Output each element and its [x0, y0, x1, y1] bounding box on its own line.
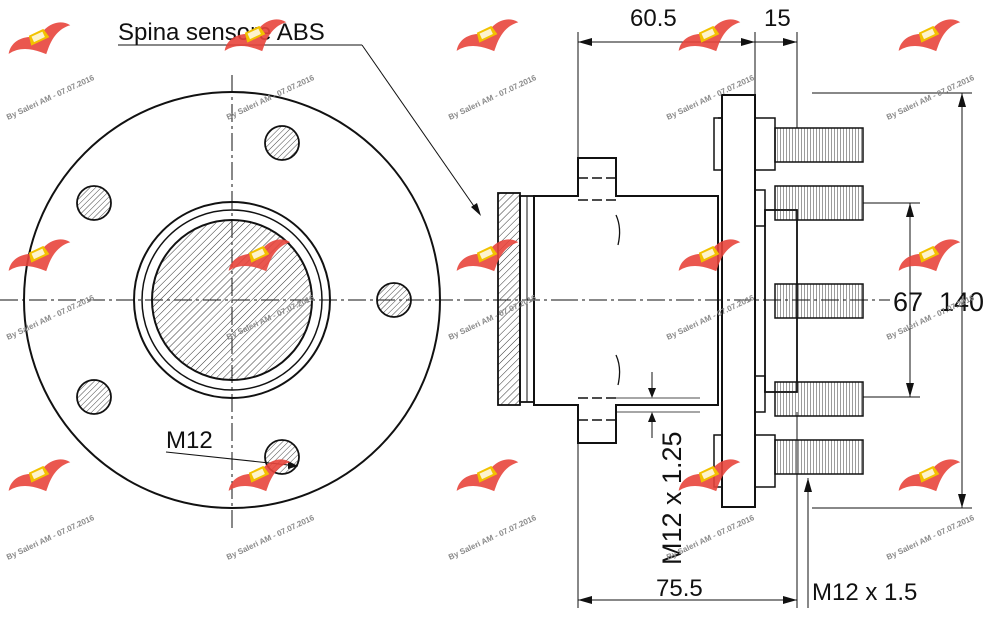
watermark-text: By Saleri AM - 07.07.2016 — [447, 73, 538, 122]
watermark-logo — [895, 234, 968, 286]
sensor-pin-leader — [361, 44, 479, 213]
flange-outer-circle — [23, 91, 441, 509]
watermark-text: By Saleri AM - 07.07.2016 — [885, 513, 976, 562]
watermark-logo — [453, 454, 526, 506]
dim-arrow — [804, 478, 812, 492]
wheel-stud — [774, 283, 864, 319]
sensor-pin-arrow — [471, 203, 481, 216]
watermark-text: By Saleri AM - 07.07.2016 — [665, 73, 756, 122]
hub-center-hatched — [151, 219, 313, 381]
stud-thread-front-label: M12 — [166, 427, 213, 454]
abs-sensor-ring — [497, 192, 521, 406]
dim-arrow — [958, 93, 966, 107]
watermark-text: By Saleri AM - 07.07.2016 — [447, 513, 538, 562]
section-break-mark — [615, 214, 621, 246]
dim-overall-length: 75.5 — [656, 575, 703, 602]
dim-arrow — [578, 38, 592, 46]
watermark-logo — [675, 234, 748, 286]
watermark-text: By Saleri AM - 07.07.2016 — [5, 293, 96, 342]
dim-arrow — [783, 596, 797, 604]
dim-pcd-inner: 67 — [893, 287, 923, 317]
hub-inner-circle — [141, 209, 323, 391]
watermark-logo — [5, 454, 78, 506]
section-break-mark — [615, 354, 621, 386]
flange-step — [713, 117, 723, 171]
wheel-stud — [774, 381, 864, 417]
wheel-stud — [774, 185, 864, 221]
wheel-flange — [721, 94, 756, 508]
dim-arrow — [783, 38, 797, 46]
stud-hole-top-right — [264, 125, 300, 161]
dim-arrow — [741, 38, 755, 46]
dim-arrow — [648, 412, 656, 422]
stud-hole-right — [376, 282, 412, 318]
m12-leader-arrow — [288, 461, 298, 469]
flange-pilot — [754, 375, 766, 413]
watermark-text: By Saleri AM - 07.07.2016 — [5, 513, 96, 562]
watermark-text: By Saleri AM - 07.07.2016 — [225, 513, 316, 562]
dim-flange-thickness: 15 — [764, 5, 791, 32]
flange-pilot — [754, 189, 766, 227]
dim-arrow — [648, 388, 656, 398]
watermark-logo — [675, 14, 748, 66]
watermark-logo — [5, 17, 78, 69]
watermark-text: By Saleri AM - 07.07.2016 — [447, 293, 538, 342]
watermark-text: By Saleri AM - 07.07.2016 — [5, 73, 96, 122]
stud-hole-top-left — [76, 185, 112, 221]
dim-arrow — [958, 494, 966, 508]
dim-pcd-outer: 140 — [939, 287, 984, 317]
watermark-logo — [5, 234, 78, 286]
watermark-logo — [453, 14, 526, 66]
dim-arrow — [906, 203, 914, 217]
hub-outer-circle — [133, 201, 331, 399]
watermark-text: By Saleri AM - 07.07.2016 — [225, 73, 316, 122]
watermark-logo — [895, 14, 968, 66]
thread-studs-label: M12 x 1.5 — [812, 579, 917, 606]
flange-step — [713, 434, 723, 488]
watermark-logo — [895, 454, 968, 506]
wheel-stud — [754, 117, 864, 171]
dim-arrow — [906, 383, 914, 397]
wheel-stud — [754, 434, 864, 488]
dim-arrow — [578, 596, 592, 604]
front-view: M12 Spina sensore ABS — [0, 19, 560, 530]
sensor-pin-label: Spina sensore ABS — [118, 19, 325, 46]
dim-flange-to-face: 60.5 — [630, 5, 677, 32]
side-view: 60.5 15 75.5 67 140 M12 x 1.25 — [497, 5, 984, 608]
stud-hole-bottom-left — [76, 379, 112, 415]
thread-inner-label: M12 x 1.25 — [657, 431, 687, 565]
